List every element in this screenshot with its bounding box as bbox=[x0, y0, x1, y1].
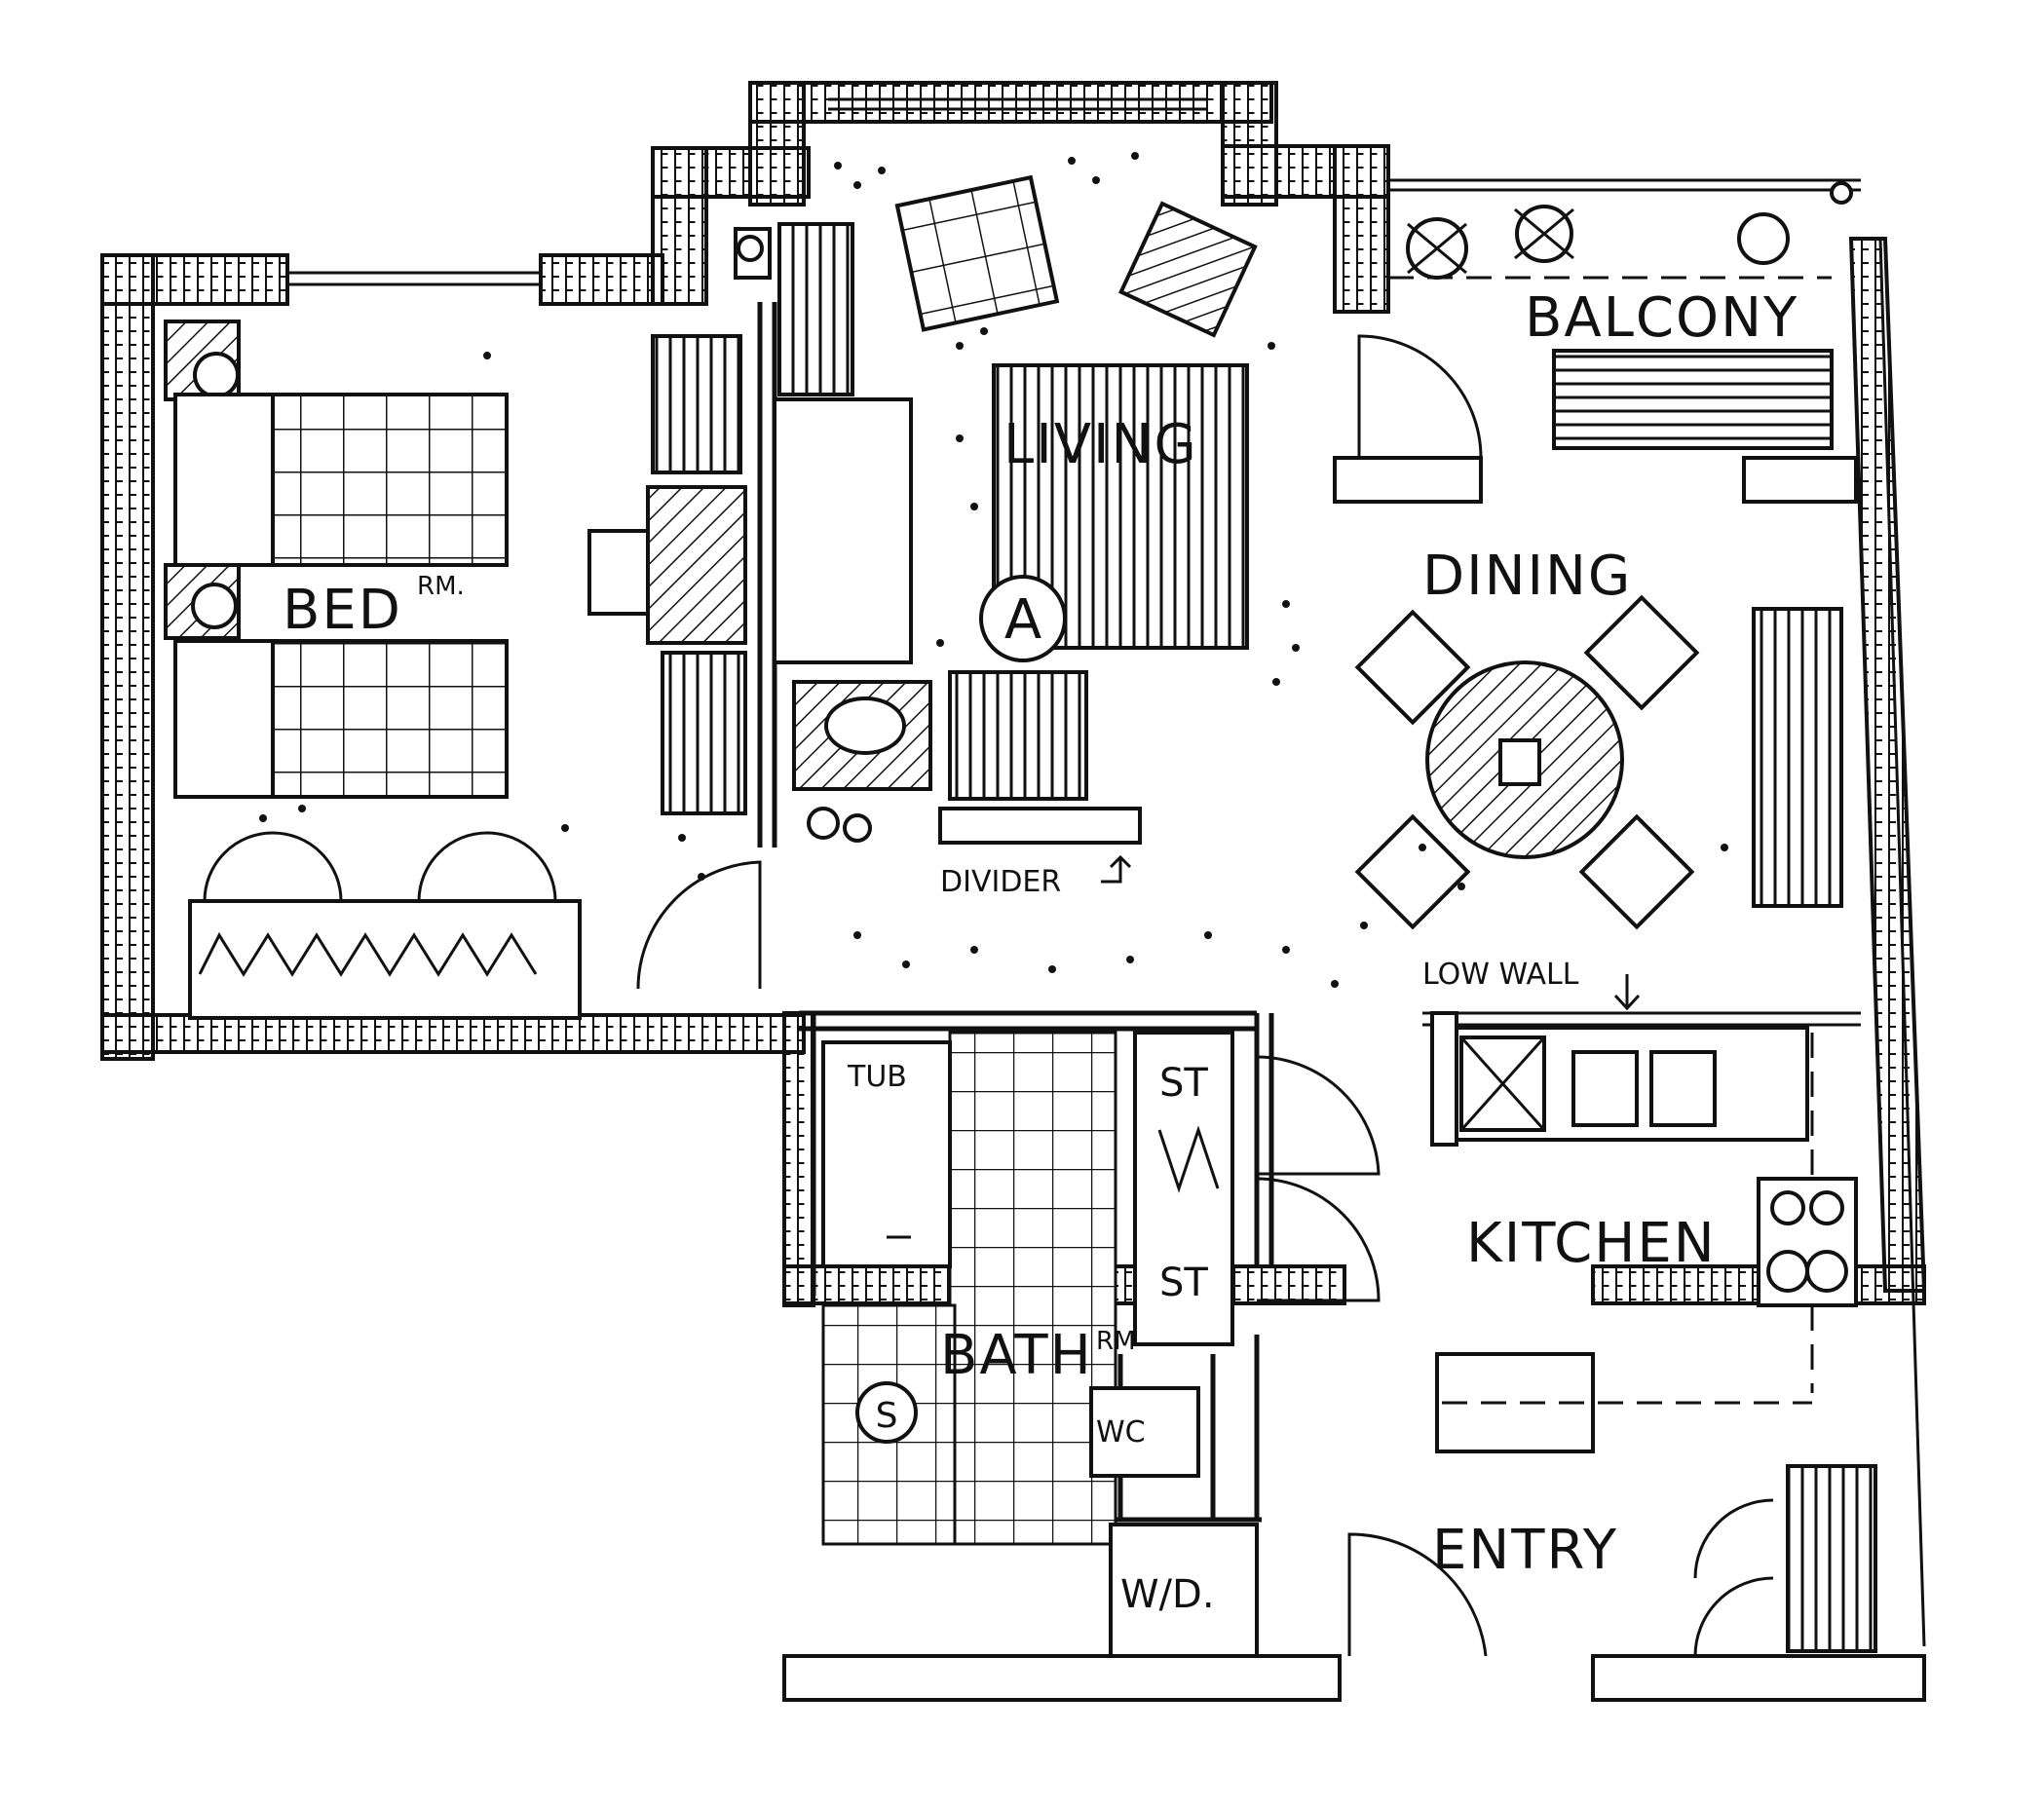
bathroom: TUB S WC W/D. ST ST BATH RM bbox=[821, 1031, 1259, 1658]
tub-label: TUB bbox=[847, 1060, 907, 1094]
divider bbox=[938, 807, 1142, 845]
armchair-2 bbox=[1118, 201, 1258, 338]
closet bbox=[188, 899, 582, 1020]
shower-label: S bbox=[876, 1396, 898, 1436]
plant-icon bbox=[1406, 205, 1790, 280]
exterior-walls bbox=[100, 81, 1927, 1647]
divider-label: DIVIDER bbox=[940, 865, 1061, 899]
storage-label-bottom: ST bbox=[1159, 1261, 1208, 1305]
dining-room: DINING bbox=[1354, 545, 1843, 930]
section-marker bbox=[979, 575, 1067, 662]
balcony: BALCONY bbox=[1333, 205, 1858, 504]
room-label-bath-sup: RM bbox=[1096, 1327, 1136, 1356]
kitchen: LOW WALL KITCHEN bbox=[1256, 958, 1858, 1453]
storage-closet bbox=[1133, 1031, 1234, 1346]
room-label-bedroom: BED bbox=[283, 579, 402, 642]
shower bbox=[855, 1381, 918, 1444]
washer-dryer-label: W/D. bbox=[1120, 1572, 1215, 1617]
bedroom: BED RM. bbox=[164, 320, 762, 1020]
sideboard bbox=[1752, 607, 1843, 908]
room-label-bedroom-sup: RM. bbox=[417, 572, 465, 601]
entry: ENTRY bbox=[782, 1464, 1926, 1702]
section-marker-label: A bbox=[1004, 588, 1041, 652]
armchair-3 bbox=[948, 670, 1088, 801]
room-label-entry: ENTRY bbox=[1432, 1519, 1618, 1582]
armchair-1 bbox=[894, 174, 1060, 332]
tub bbox=[821, 1040, 952, 1268]
washer-dryer bbox=[1109, 1523, 1259, 1658]
room-label-kitchen: KITCHEN bbox=[1466, 1212, 1717, 1275]
room-label-living: LIVING bbox=[1003, 413, 1198, 476]
bookshelf bbox=[777, 222, 854, 396]
living-room: DIVIDER A LIVING bbox=[734, 174, 1258, 899]
storage-label-top: ST bbox=[1159, 1061, 1208, 1106]
coat-closet bbox=[1786, 1464, 1877, 1653]
wc-label: WC bbox=[1096, 1415, 1146, 1450]
bench bbox=[1552, 349, 1834, 450]
room-label-bath: BATH bbox=[940, 1324, 1093, 1387]
room-label-balcony: BALCONY bbox=[1525, 286, 1798, 350]
floor-stipple bbox=[259, 152, 1728, 988]
wc bbox=[1089, 1386, 1200, 1478]
interior-walls bbox=[757, 302, 1861, 1523]
room-label-dining: DINING bbox=[1422, 545, 1632, 608]
low-wall-label: LOW WALL bbox=[1422, 958, 1579, 992]
